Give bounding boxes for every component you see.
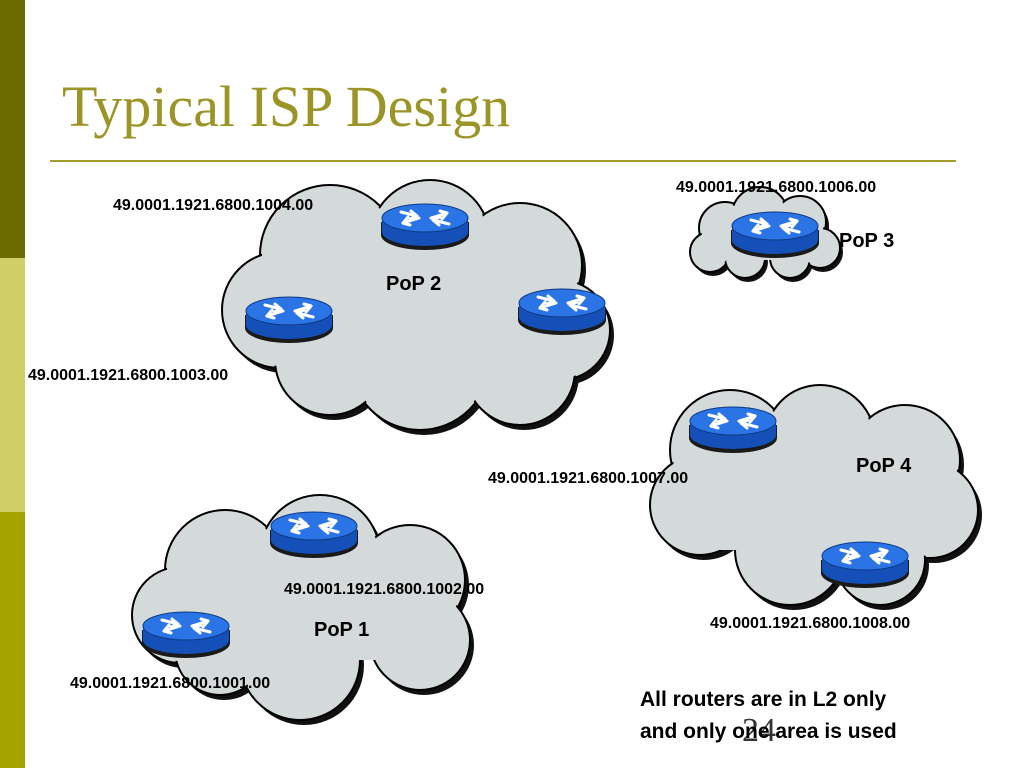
router-address-1007: 49.0001.1921.6800.1007.00 <box>488 470 689 487</box>
sidebar-mid-segment <box>0 512 25 768</box>
title-underline <box>50 160 956 162</box>
footnote-line-2: and only one area is used <box>640 720 897 743</box>
cloud-pop4 <box>649 384 982 610</box>
pop-label-pop1: PoP 1 <box>314 619 370 641</box>
router-address-1008: 49.0001.1921.6800.1008.00 <box>710 615 911 632</box>
pop-label-pop2: PoP 2 <box>386 273 442 295</box>
router-address-1003: 49.0001.1921.6800.1003.00 <box>28 367 229 384</box>
sidebar-light-segment <box>0 258 25 512</box>
router-icon-1004 <box>379 202 471 252</box>
router-icon-pop2-east <box>516 287 608 337</box>
router-icon-1001 <box>140 610 232 660</box>
router-icon-1007 <box>687 405 779 455</box>
router-address-1006: 49.0001.1921.6800.1006.00 <box>676 179 877 196</box>
router-icon-1002 <box>268 510 360 560</box>
router-icon-1003 <box>243 295 335 345</box>
router-icon-1008 <box>819 540 911 590</box>
footnote-line-1: All routers are in L2 only <box>640 688 887 711</box>
slide-title: Typical ISP Design <box>62 74 511 139</box>
sidebar-dark-segment <box>0 0 25 258</box>
footnote: All routers are in L2 only and only one … <box>640 684 897 748</box>
pop-label-pop4: PoP 4 <box>856 455 912 477</box>
router-icon-1006 <box>729 210 821 260</box>
pop-label-pop3: PoP 3 <box>839 230 895 252</box>
router-address-1001: 49.0001.1921.6800.1001.00 <box>70 675 271 692</box>
page-number: 24 <box>742 712 776 749</box>
router-address-1002: 49.0001.1921.6800.1002.00 <box>284 581 485 598</box>
router-address-1004: 49.0001.1921.6800.1004.00 <box>113 197 314 214</box>
